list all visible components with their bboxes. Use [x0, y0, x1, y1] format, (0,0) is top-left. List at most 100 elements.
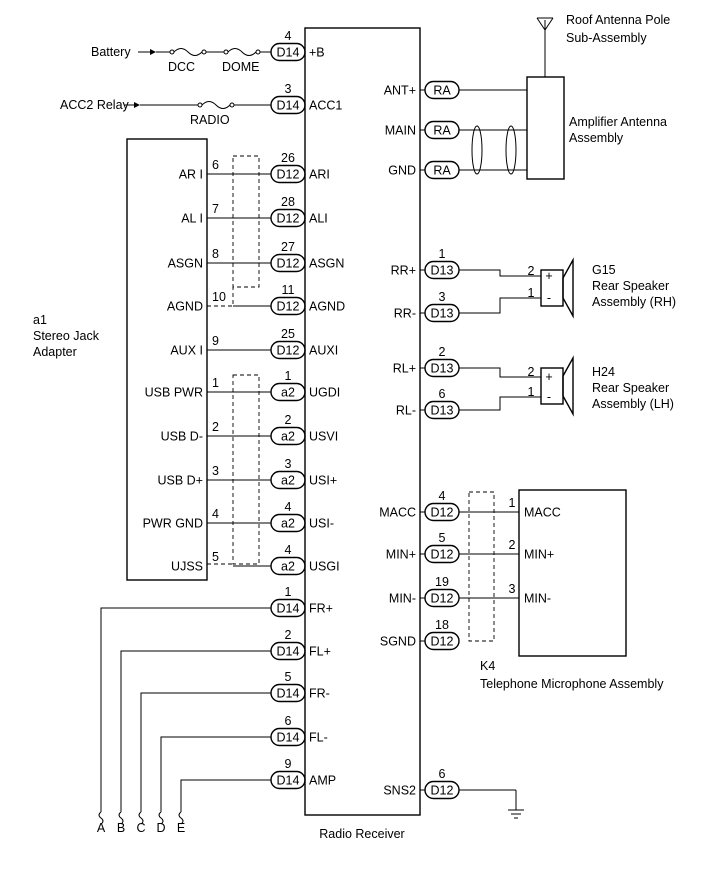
speaker-cone — [562, 257, 574, 319]
output-label: E — [177, 821, 185, 835]
pin-number: 27 — [281, 240, 295, 254]
pin-number: 25 — [281, 327, 295, 341]
connector-pill-label: a2 — [281, 430, 295, 444]
fuse-radio-label: RADIO — [190, 113, 230, 127]
pin-number: 3 — [439, 290, 446, 304]
output-label: D — [156, 821, 165, 835]
mic-shield — [468, 491, 495, 642]
pin-number: 1 — [285, 369, 292, 383]
pin-name: MIN+ — [386, 548, 416, 562]
pin-name: SNS2 — [383, 784, 416, 798]
connector-pill-label: D14 — [277, 687, 300, 701]
jack-pin: AR I6 — [179, 158, 271, 182]
speaker-name-line1: Rear Speaker — [592, 381, 669, 395]
pin-number: 3 — [285, 82, 292, 96]
jack-pin-number: 7 — [212, 202, 219, 216]
connector-pill — [424, 631, 460, 651]
radio-receiver-title: Radio Receiver — [319, 827, 404, 841]
output-wire-e: E — [177, 779, 271, 835]
jack-pin-label: USB PWR — [145, 386, 203, 400]
stereo-jack-name-line2: Adapter — [33, 345, 77, 359]
jack-pin-number: 1 — [212, 376, 219, 390]
jack-pin-number: 4 — [212, 507, 219, 521]
acc2-relay-label: ACC2 Relay — [60, 98, 130, 112]
connector-pill-label: a2 — [281, 386, 295, 400]
pin-number: 5 — [285, 670, 292, 684]
connector-pill-label: RA — [433, 124, 451, 138]
jack-pin-number: 10 — [212, 290, 226, 304]
jack-pin: AUX I9 — [170, 334, 271, 358]
connector-pill-label: D12 — [277, 300, 300, 314]
pin-number: 6 — [439, 767, 446, 781]
speaker-pin-number: 1 — [528, 286, 535, 300]
pin-number: 9 — [285, 757, 292, 771]
output-wire-b: B — [117, 650, 271, 835]
pin-name: MIN- — [389, 592, 416, 606]
usb-shield — [232, 374, 260, 565]
connector-pill-label: RA — [433, 84, 451, 98]
pin-number: 4 — [285, 543, 292, 557]
connector-pill-label: a2 — [281, 474, 295, 488]
output-wire-d: D — [156, 736, 271, 835]
pin-name: SGND — [380, 635, 416, 649]
pin-number: 2 — [439, 345, 446, 359]
connector-pill-label: D14 — [277, 602, 300, 616]
jack-pin-label: AUX I — [170, 344, 203, 358]
pin-name: FR+ — [309, 602, 333, 616]
connector-pill-label: D12 — [431, 548, 454, 562]
speaker-name-line2: Assembly (LH) — [592, 397, 674, 411]
pin-name: USI+ — [309, 474, 337, 488]
speaker-cone — [562, 355, 574, 417]
jack-pin-label: AGND — [167, 300, 203, 314]
pin-name: FR- — [309, 687, 330, 701]
jack-pin: USB D+3 — [157, 464, 271, 488]
radio-receiver-box — [304, 27, 421, 816]
connector-pill-label: D12 — [431, 635, 454, 649]
telephone-mic-box — [518, 489, 627, 657]
mic-id: K4 — [480, 659, 495, 673]
pin-name: USI- — [309, 517, 334, 531]
mic-pin-label: MACC — [524, 506, 561, 520]
antenna-wiring — [459, 89, 527, 175]
connector-pill-label: D14 — [277, 645, 300, 659]
mic-pin-label: MIN- — [524, 592, 551, 606]
pin-name: USGI — [309, 560, 340, 574]
speaker-id: G15 — [592, 263, 616, 277]
receiver-left-pins: D144+BD143ACC1D1226ARID1228ALID1227ASGND… — [270, 29, 345, 790]
stereo-jack-name-line1: Stereo Jack — [33, 329, 100, 343]
connector-pill-label: D12 — [431, 784, 454, 798]
connector-pill-label: D13 — [431, 307, 454, 321]
connector-pill-label: D12 — [277, 212, 300, 226]
pin-name: RL+ — [393, 362, 416, 376]
pin-name: ARI — [309, 168, 330, 182]
pin-name: ACC1 — [309, 99, 342, 113]
connector-pill-label: D12 — [277, 344, 300, 358]
pin-name: RR- — [394, 307, 416, 321]
connector-pill-label: D14 — [277, 46, 300, 60]
connector-pill-label: D13 — [431, 264, 454, 278]
pin-number: 18 — [435, 618, 449, 632]
connector-pill-label: a2 — [281, 517, 295, 531]
speaker-pin-number: 1 — [528, 385, 535, 399]
speaker-name-line1: Rear Speaker — [592, 279, 669, 293]
battery-label: Battery — [91, 45, 131, 59]
connector-pill-label: D12 — [431, 592, 454, 606]
pin-number: 1 — [285, 585, 292, 599]
speaker-name-line2: Assembly (RH) — [592, 295, 676, 309]
output-wire-c: C — [136, 692, 271, 835]
stereo-jack-adapter-box — [126, 138, 208, 581]
